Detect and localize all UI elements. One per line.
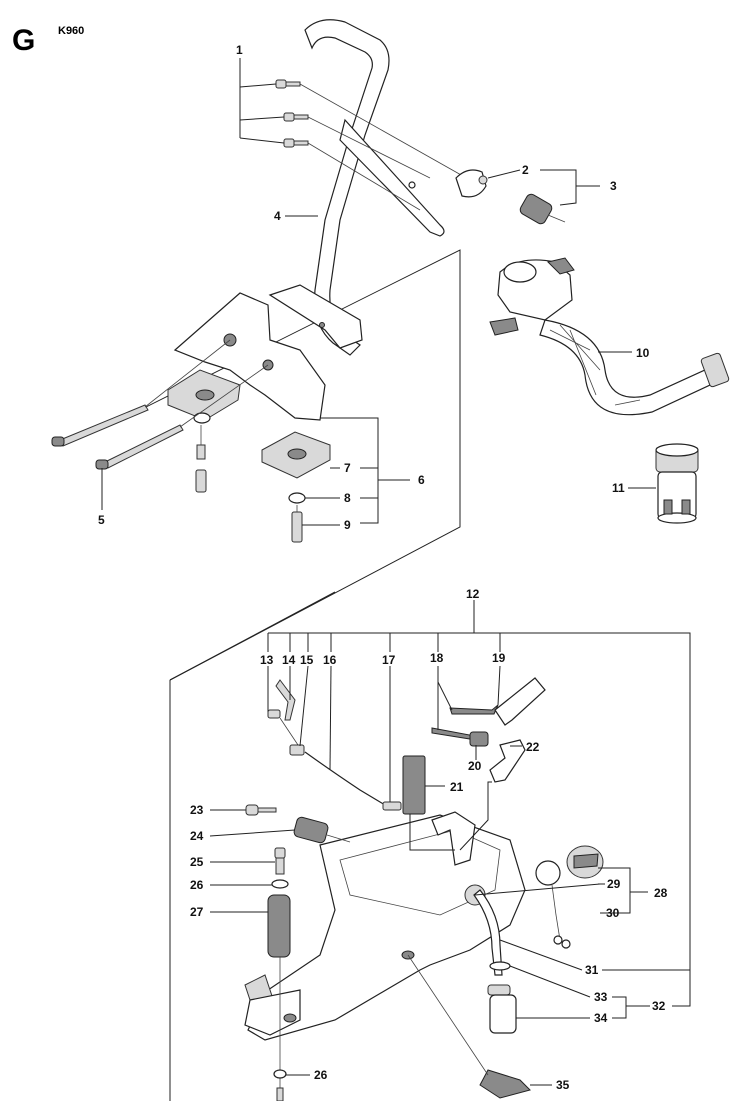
callout-3: 3 xyxy=(610,179,617,193)
callout-5: 5 xyxy=(98,513,105,527)
callout-23: 23 xyxy=(190,803,204,817)
callout-10: 10 xyxy=(636,346,650,360)
callout-16: 16 xyxy=(323,653,337,667)
callout-9: 9 xyxy=(344,518,351,532)
fuel-filter-part xyxy=(407,889,531,1099)
section-boundaries xyxy=(99,249,461,1101)
callout-19: 19 xyxy=(492,651,506,665)
callout-26-upper: 26 xyxy=(190,878,204,892)
callout-labels: 1 2 3 4 5 6 7 8 9 10 11 12 13 14 15 16 1… xyxy=(98,43,668,1092)
callout-12: 12 xyxy=(466,587,480,601)
callout-11: 11 xyxy=(612,481,625,495)
clamp-and-spring-part xyxy=(455,169,566,225)
callout-32: 32 xyxy=(652,999,666,1013)
callout-17: 17 xyxy=(382,653,396,667)
callout-13: 13 xyxy=(260,653,274,667)
model-label: K960 xyxy=(58,25,84,37)
throttle-parts-part xyxy=(267,677,546,815)
callout-2: 2 xyxy=(522,163,529,177)
callout-15: 15 xyxy=(300,653,314,667)
callout-33: 33 xyxy=(594,990,608,1004)
callout-22: 22 xyxy=(526,740,540,754)
callout-30: 30 xyxy=(606,906,620,920)
callout-27: 27 xyxy=(190,905,204,919)
callout-4: 4 xyxy=(274,209,281,223)
fuel-cap-part xyxy=(535,845,604,949)
callout-20: 20 xyxy=(468,759,482,773)
callout-1: 1 xyxy=(236,43,243,57)
callout-6: 6 xyxy=(418,473,425,487)
coupling-part xyxy=(655,443,699,524)
section-letter: G xyxy=(12,24,35,57)
water-hose-part xyxy=(489,257,730,416)
callout-28: 28 xyxy=(654,886,668,900)
callout-8: 8 xyxy=(344,491,351,505)
callout-26-lower: 26 xyxy=(314,1068,328,1082)
leader-lines xyxy=(101,58,691,1086)
front-handle-part xyxy=(268,19,445,356)
callout-25: 25 xyxy=(190,855,204,869)
callout-31: 31 xyxy=(585,963,599,977)
callout-29: 29 xyxy=(607,877,621,891)
anti-vibration-mounts-part xyxy=(167,292,331,543)
screws-1-part xyxy=(275,79,471,211)
callout-7: 7 xyxy=(344,461,351,475)
callout-14: 14 xyxy=(282,653,296,667)
callout-18: 18 xyxy=(430,651,444,665)
left-side-parts-part xyxy=(245,804,351,1101)
callout-24: 24 xyxy=(190,829,204,843)
callout-21: 21 xyxy=(450,780,464,794)
callout-35: 35 xyxy=(556,1078,570,1092)
callout-34: 34 xyxy=(594,1011,608,1025)
